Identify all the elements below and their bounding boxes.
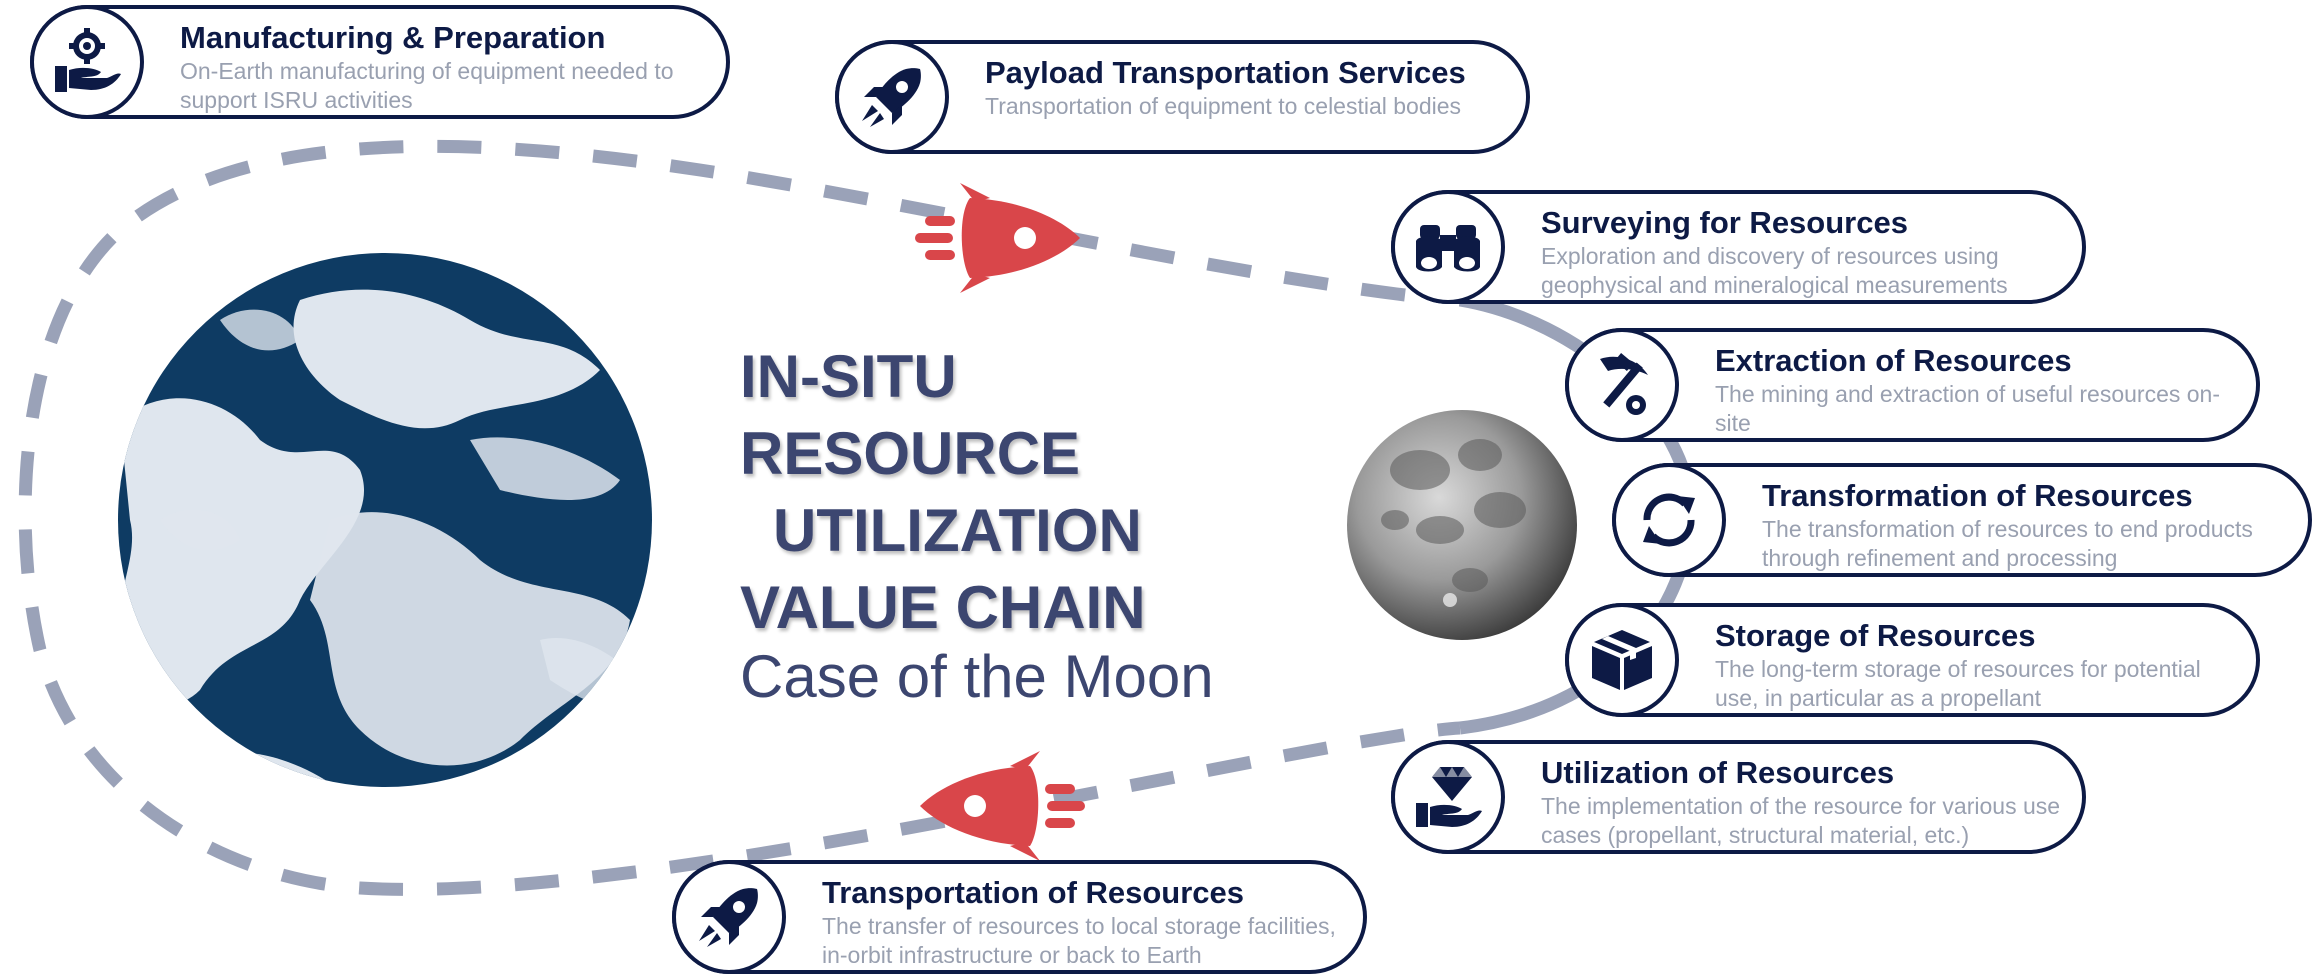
step-description: The mining and extraction of useful reso…: [1715, 381, 2220, 436]
earth-globe: [118, 253, 652, 787]
step-card-transport-resources: Transportation of Resources The transfer…: [672, 860, 1367, 974]
hand-gear-icon: [30, 5, 144, 119]
step-description: Transportation of equipment to celestial…: [985, 93, 1462, 119]
hand-diamond-icon: [1391, 740, 1505, 854]
pickaxe-icon: [1565, 328, 1679, 442]
step-card-extraction: Extraction of Resources The mining and e…: [1565, 328, 2260, 442]
step-card-surveying: Surveying for Resources Exploration and …: [1391, 190, 2086, 304]
step-title: Transportation of Resources: [822, 875, 1245, 910]
moon: [1347, 410, 1577, 640]
title-line-1: IN-SITU: [740, 343, 957, 410]
step-description: Exploration and discovery of resources u…: [1541, 243, 2008, 298]
step-card-manufacturing: Manufacturing & Preparation On-Earth man…: [30, 5, 730, 119]
step-title: Surveying for Resources: [1541, 205, 1908, 240]
rocket-icon: [672, 860, 786, 974]
step-title: Manufacturing & Preparation: [180, 20, 606, 55]
binoculars-icon: [1391, 190, 1505, 304]
step-card-transformation: Transformation of Resources The transfor…: [1612, 463, 2312, 577]
cycle-arrows-icon: [1612, 463, 1726, 577]
rocket-icon: [835, 40, 949, 154]
box-icon: [1565, 603, 1679, 717]
step-title: Payload Transportation Services: [985, 55, 1466, 90]
title-line-4: VALUE CHAIN: [740, 574, 1146, 641]
step-title: Utilization of Resources: [1541, 755, 1895, 790]
step-description: On-Earth manufacturing of equipment need…: [180, 58, 674, 113]
step-title: Storage of Resources: [1715, 618, 2036, 653]
step-description: The transformation of resources to end p…: [1762, 516, 2253, 571]
orbit-path-dashed: [18, 139, 1461, 896]
rocket-return-icon: [920, 751, 1085, 861]
rocket-outbound-icon: [915, 183, 1080, 293]
step-description: The implementation of the resource for v…: [1541, 793, 2061, 848]
main-title: IN-SITU RESOURCE UTILIZATION VALUE CHAIN: [740, 338, 1260, 646]
subtitle: Case of the Moon: [740, 643, 1214, 710]
step-description: The long-term storage of resources for p…: [1715, 656, 2201, 711]
title-line-2: RESOURCE: [740, 420, 1081, 487]
step-card-payload: Payload Transportation Services Transpor…: [835, 40, 1530, 154]
step-card-utilization: Utilization of Resources The implementat…: [1391, 740, 2086, 854]
step-card-storage: Storage of Resources The long-term stora…: [1565, 603, 2260, 717]
title-line-3: UTILIZATION: [773, 497, 1142, 564]
step-title: Transformation of Resources: [1762, 478, 2193, 513]
step-description: The transfer of resources to local stora…: [822, 913, 1336, 968]
step-title: Extraction of Resources: [1715, 343, 2072, 378]
